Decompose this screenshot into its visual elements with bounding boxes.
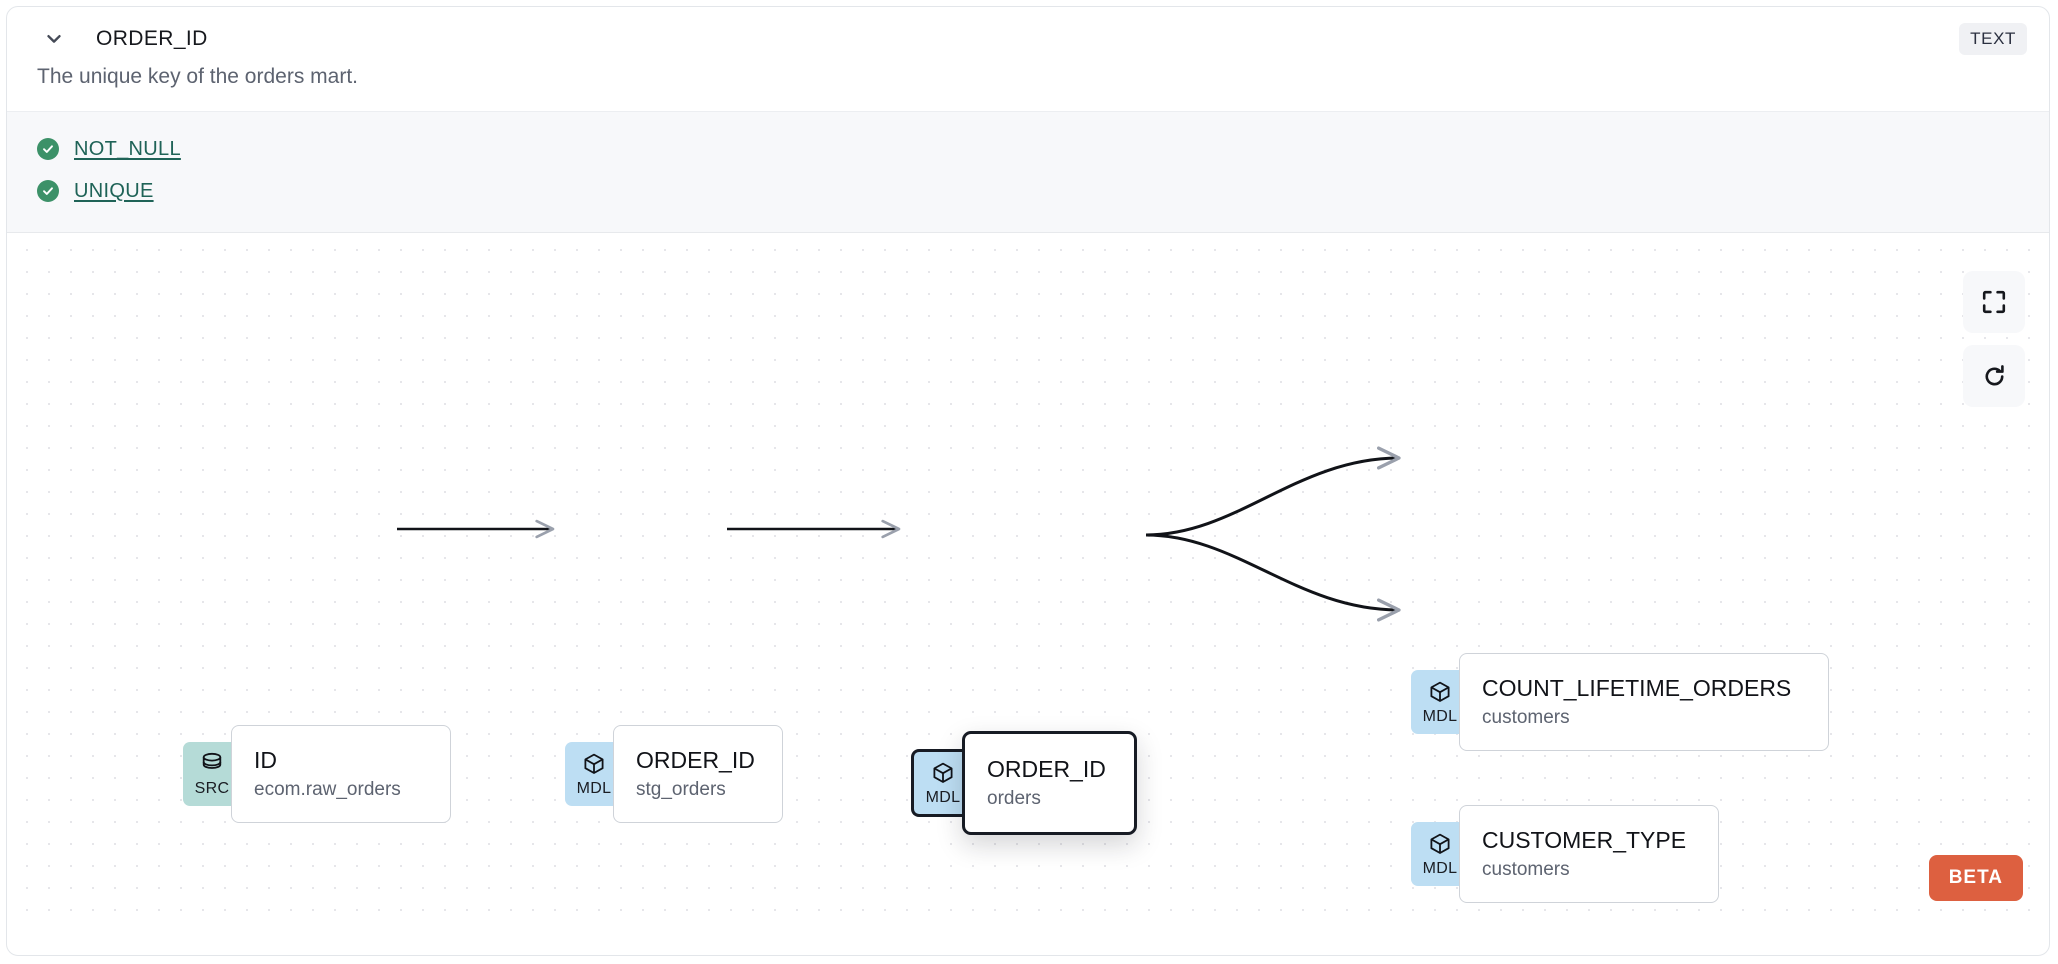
reset-button[interactable] bbox=[1963, 345, 2025, 407]
lineage-node-stg-orders[interactable]: MDL ORDER_ID stg_orders bbox=[565, 725, 783, 823]
node-body: COUNT_LIFETIME_ORDERS customers bbox=[1459, 653, 1829, 751]
node-name: ORDER_ID bbox=[987, 755, 1106, 782]
node-name: ID bbox=[254, 746, 277, 773]
column-detail-card: ORDER_ID TEXT The unique key of the orde… bbox=[6, 6, 2050, 956]
lineage-node-orders-selected[interactable]: MDL ORDER_ID orders bbox=[911, 731, 1137, 835]
node-source: orders bbox=[987, 787, 1041, 809]
node-body: ORDER_ID stg_orders bbox=[613, 725, 783, 823]
edge-orders-to-customer-type bbox=[1145, 533, 1401, 622]
node-type-label: MDL bbox=[1422, 860, 1458, 877]
test-link-unique[interactable]: UNIQUE bbox=[74, 179, 154, 202]
node-name: ORDER_ID bbox=[636, 746, 755, 773]
card-header: ORDER_ID TEXT bbox=[7, 7, 2049, 71]
cube-icon bbox=[931, 761, 955, 787]
node-source: customers bbox=[1482, 706, 1570, 728]
node-source: customers bbox=[1482, 858, 1570, 880]
node-source: stg_orders bbox=[636, 778, 726, 800]
test-link-not-null[interactable]: NOT_NULL bbox=[74, 137, 181, 160]
beta-badge[interactable]: BETA bbox=[1928, 855, 2023, 901]
node-type-label: SRC bbox=[194, 780, 230, 797]
node-source: ecom.raw_orders bbox=[254, 778, 401, 800]
lineage-node-count-lifetime-orders[interactable]: MDL COUNT_LIFETIME_ORDERS customers bbox=[1411, 653, 1829, 751]
node-type-label: MDL bbox=[1422, 708, 1458, 725]
cube-icon bbox=[1428, 832, 1452, 858]
canvas-controls bbox=[1963, 271, 2025, 407]
check-circle-icon bbox=[37, 138, 59, 160]
lineage-canvas[interactable]: SRC ID ecom.raw_orders MDL ORDER_ID bbox=[7, 233, 2049, 925]
chevron-down-icon[interactable] bbox=[37, 22, 71, 56]
check-circle-icon bbox=[37, 180, 59, 202]
test-row: NOT_NULL bbox=[37, 128, 2019, 170]
fit-view-icon bbox=[1981, 289, 2007, 315]
lineage-node-src-id[interactable]: SRC ID ecom.raw_orders bbox=[183, 725, 451, 823]
tests-section: NOT_NULL UNIQUE bbox=[7, 111, 2049, 233]
node-type-label: MDL bbox=[925, 789, 961, 806]
node-body: ORDER_ID orders bbox=[962, 731, 1137, 835]
node-type-badge-mdl: MDL bbox=[911, 749, 972, 817]
test-row: UNIQUE bbox=[37, 170, 2019, 212]
node-name: COUNT_LIFETIME_ORDERS bbox=[1482, 674, 1792, 701]
fit-view-button[interactable] bbox=[1963, 271, 2025, 333]
node-name: CUSTOMER_TYPE bbox=[1482, 826, 1687, 853]
node-type-label: MDL bbox=[576, 780, 612, 797]
refresh-icon bbox=[1981, 363, 2008, 390]
lineage-node-customer-type[interactable]: MDL CUSTOMER_TYPE customers bbox=[1411, 805, 1719, 903]
node-body: ID ecom.raw_orders bbox=[231, 725, 451, 823]
database-icon bbox=[200, 752, 224, 778]
data-type-badge: TEXT bbox=[1959, 23, 2027, 55]
cube-icon bbox=[582, 752, 606, 778]
page-title: ORDER_ID bbox=[96, 27, 208, 50]
cube-icon bbox=[1428, 680, 1452, 706]
column-description: The unique key of the orders mart. bbox=[37, 65, 358, 88]
edge-orders-to-count-lifetime-orders bbox=[1145, 446, 1401, 537]
node-body: CUSTOMER_TYPE customers bbox=[1459, 805, 1719, 903]
